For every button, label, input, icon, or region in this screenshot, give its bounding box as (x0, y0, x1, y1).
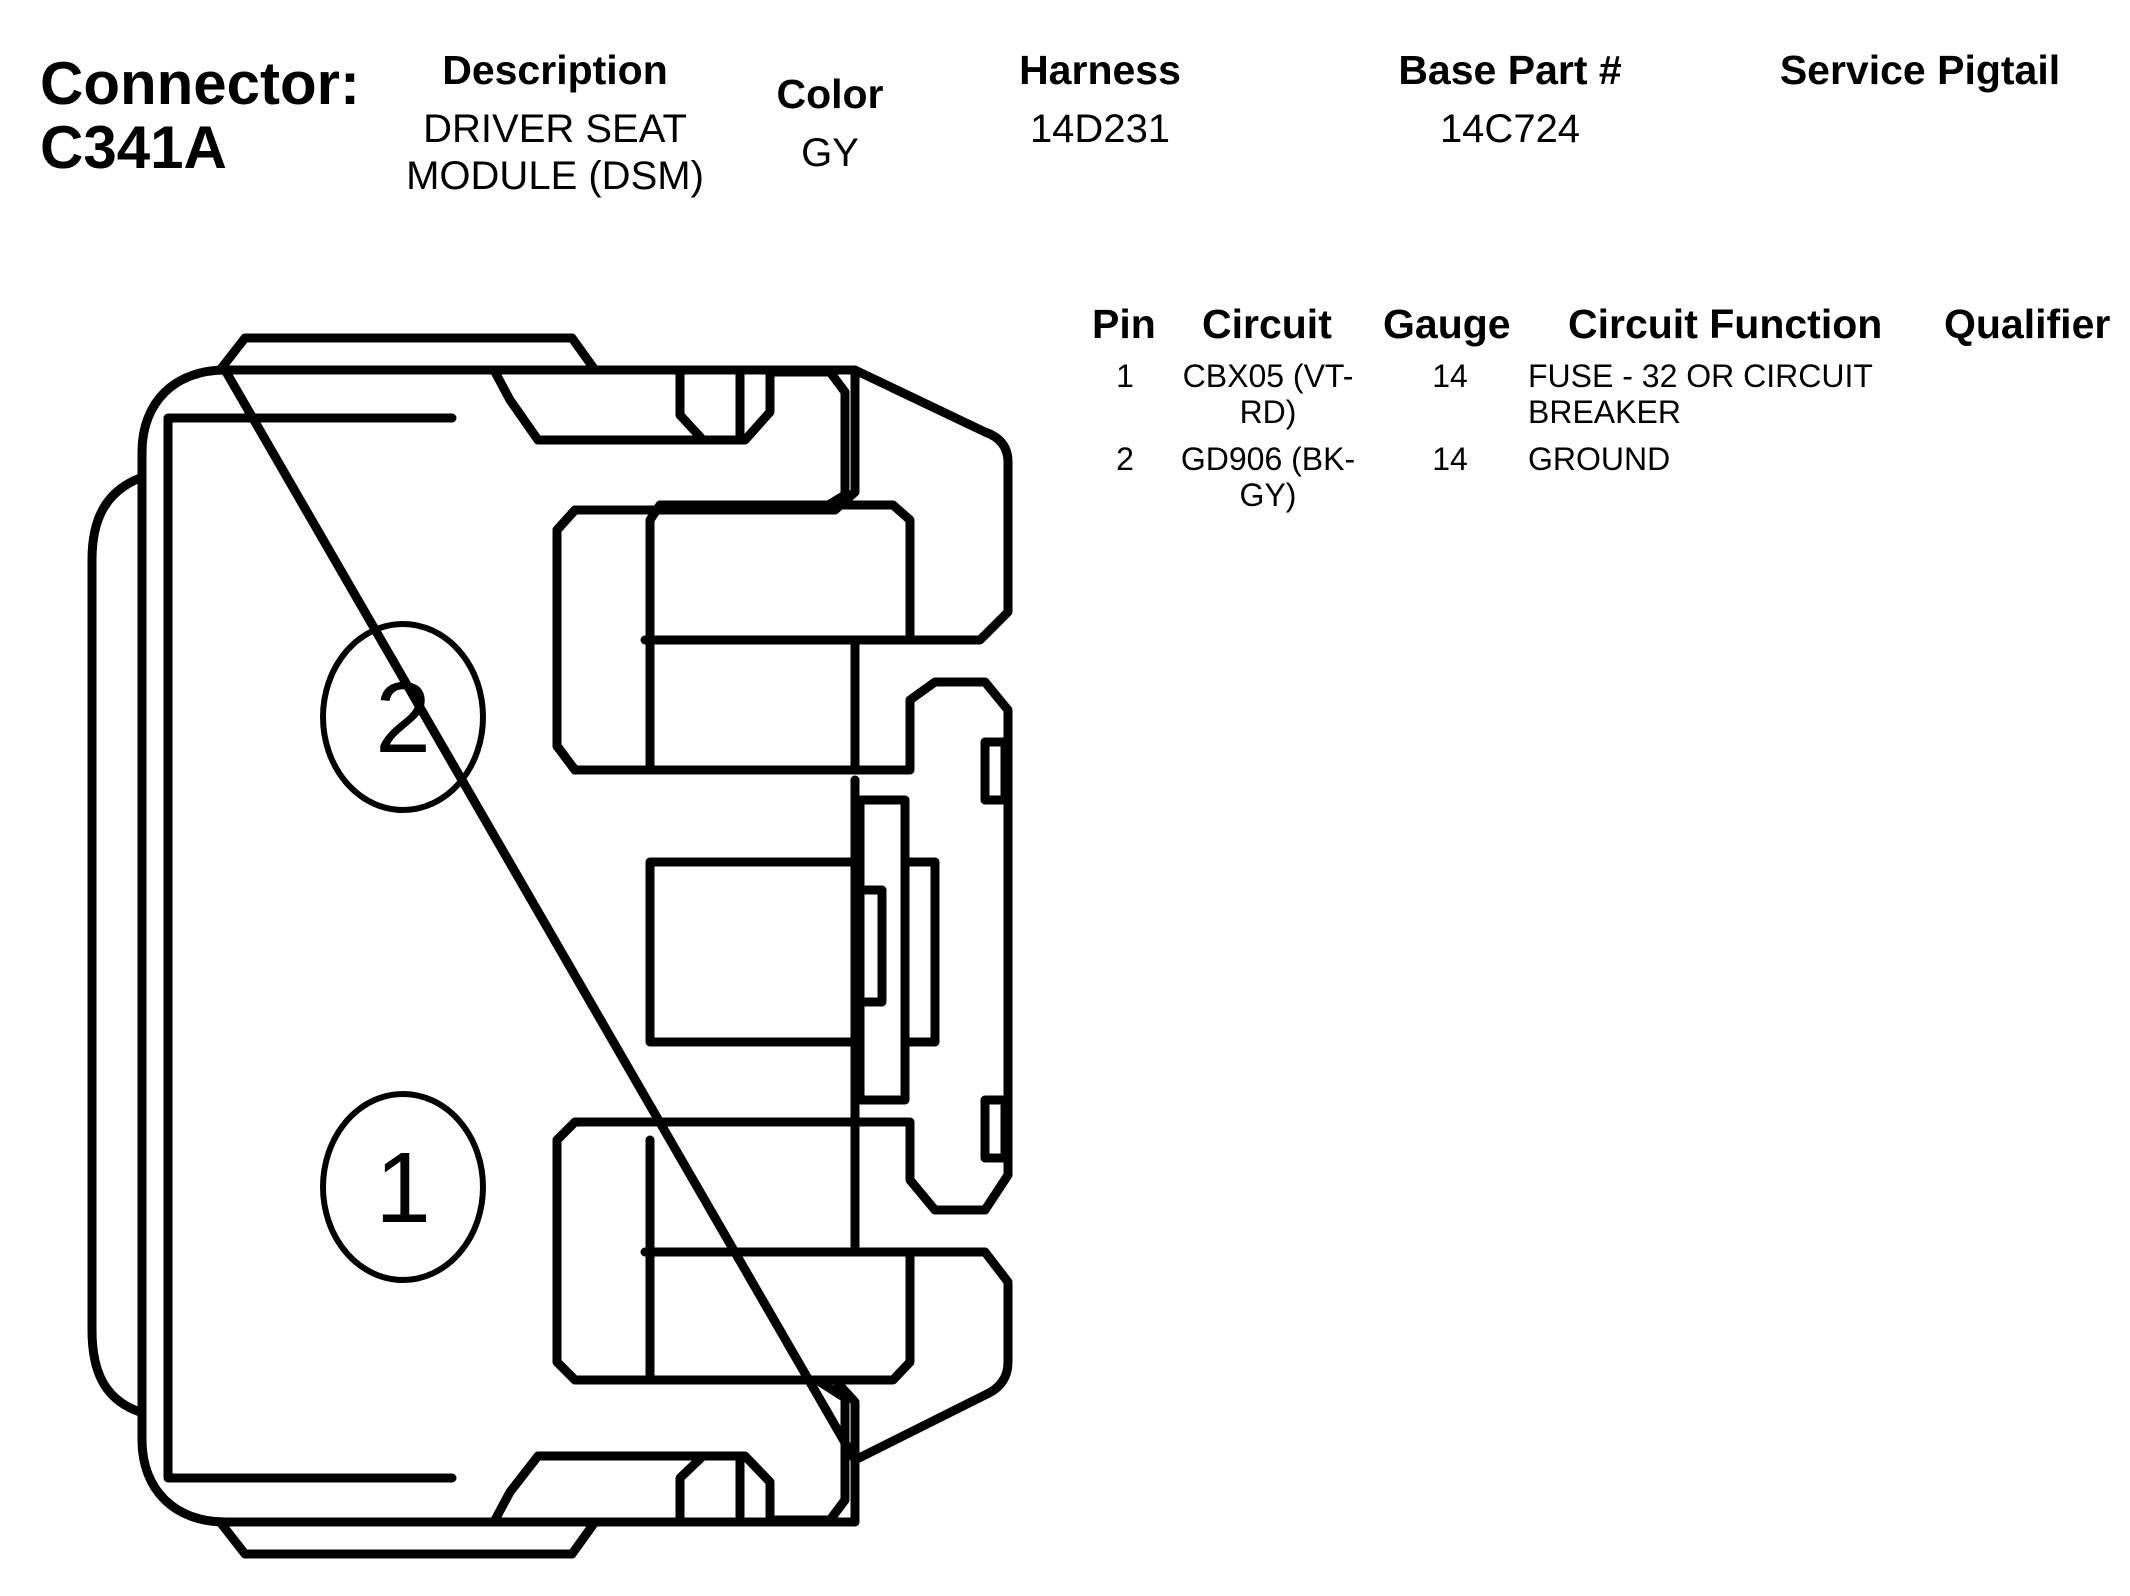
base-part-label: Base Part # (1398, 47, 1622, 93)
row-pin: 2 (1116, 441, 1134, 477)
bottom-notch-left (490, 1451, 745, 1525)
color-value: GY (801, 131, 859, 175)
row-function-line-2: BREAKER (1528, 394, 1681, 430)
bottom-latch (215, 1517, 600, 1559)
row-pin: 1 (1116, 358, 1134, 394)
row-circuit-line-2: RD) (1239, 394, 1297, 430)
left-bump (87, 473, 145, 1417)
base-part-value: 14C724 (1439, 107, 1581, 151)
right-tab-upper (980, 737, 1010, 805)
row-function: GROUND (1528, 441, 1928, 477)
harness-label: Harness (1019, 47, 1181, 93)
row-circuit: GD906 (BK- GY) (1168, 441, 1368, 513)
connector-id: C341A (40, 114, 227, 181)
top-latch (215, 333, 600, 375)
row-circuit: CBX05 (VT- RD) (1168, 358, 1368, 430)
row-circuit-line-2: GY) (1239, 477, 1297, 513)
col-qualifier: Qualifier (1944, 301, 2111, 347)
right-tab-lower (980, 1095, 1010, 1163)
connector-face-drawing: 2 1 (87, 333, 1013, 1559)
row-circuit-line-1: CBX05 (VT- (1182, 358, 1354, 394)
harness-value: 14D231 (1029, 107, 1171, 151)
description-line-2: MODULE (DSM) (406, 154, 704, 198)
row-circuit-line-1: GD906 (BK- (1180, 441, 1356, 477)
row-function-line-1: GROUND (1528, 441, 1671, 477)
top-tab (765, 367, 850, 515)
col-circuit-function: Circuit Function (1568, 301, 1883, 347)
col-gauge: Gauge (1383, 301, 1511, 347)
pin-1-label: 1 (375, 1132, 431, 1244)
row-gauge: 14 (1432, 358, 1468, 394)
color-label: Color (776, 71, 884, 117)
inner-frame (163, 413, 457, 1483)
description-label: Description (442, 47, 668, 93)
connector-label: Connector: (40, 50, 360, 117)
col-pin: Pin (1092, 301, 1156, 347)
top-notch-left (490, 367, 745, 445)
top-notch-right (675, 367, 775, 445)
bottom-notch-right (675, 1451, 775, 1525)
description-value: DRIVER SEAT MODULE (DSM) (380, 106, 730, 200)
pin-2-label: 2 (375, 662, 431, 774)
connector-title: Connector: C341A (40, 52, 360, 180)
center-latch-tab-b (900, 857, 940, 1047)
description-line-1: DRIVER SEAT (423, 107, 687, 151)
row-gauge: 14 (1432, 441, 1468, 477)
service-pigtail-label: Service Pigtail (1779, 47, 2061, 93)
col-circuit: Circuit (1202, 301, 1332, 347)
pin-2-circle (320, 621, 486, 813)
bottom-tab (765, 1377, 850, 1525)
row-function-line-1: FUSE - 32 OR CIRCUIT (1528, 358, 1873, 394)
center-latch-box (645, 857, 865, 1047)
row-function: FUSE - 32 OR CIRCUIT BREAKER (1528, 358, 1928, 430)
center-latch-tab-a (855, 885, 887, 1007)
pin-1-circle (320, 1091, 486, 1283)
